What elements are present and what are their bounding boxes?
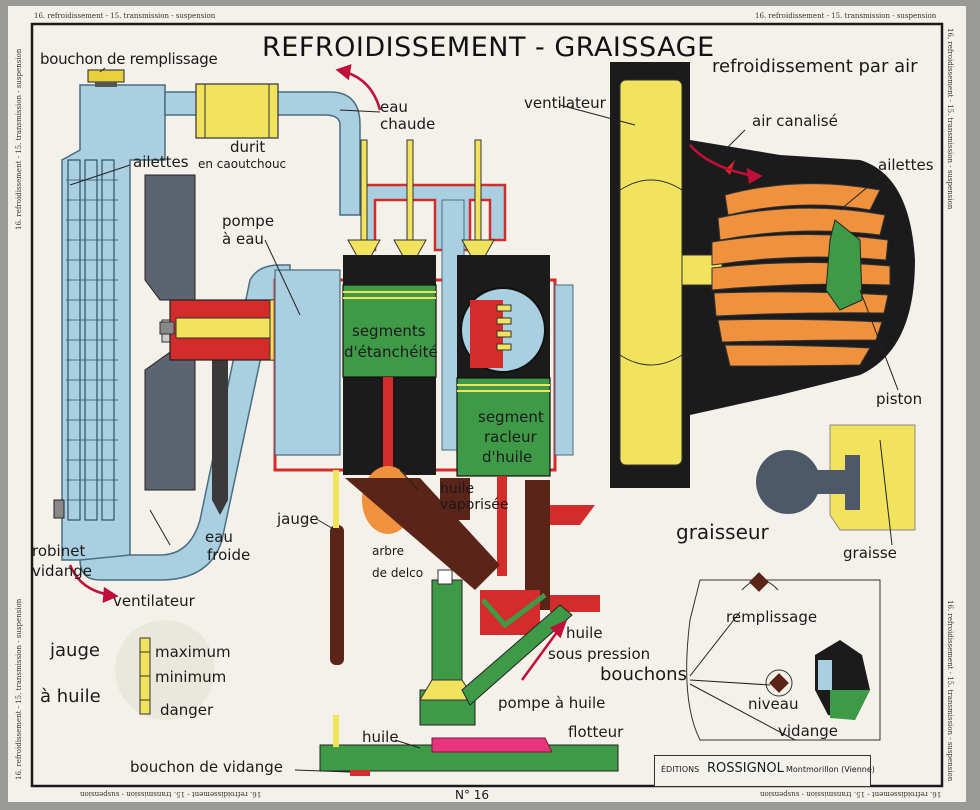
publisher-name: ROSSIGNOL (707, 761, 784, 776)
gearbox-plugs (686, 572, 881, 741)
leader-lines (69, 67, 899, 773)
label-ailettes-left: ailettes (133, 153, 189, 171)
label-huile-vaporisee-1: huile (440, 481, 475, 497)
piston-right (456, 377, 551, 477)
radiator-fan (144, 174, 228, 515)
margin-caption-bottom-right: 16. refroidissement - 15. transmission -… (760, 790, 942, 798)
float (431, 737, 553, 753)
label-huile-bottom: huile (362, 728, 399, 746)
label-en-caoutchouc: en caoutchouc (198, 157, 287, 171)
valves (347, 139, 495, 259)
label-eau-froide-1: eau (205, 528, 233, 546)
label-pompe-eau-2: à eau (222, 230, 264, 248)
label-bouchon-vidange: bouchon de vidange (130, 758, 283, 776)
poster-frame (30, 22, 944, 788)
label-eau-chaude-2: chaude (380, 115, 436, 133)
upper-hose (164, 91, 361, 216)
durit-rubber (195, 83, 279, 139)
label-robinet-1: robinet (32, 542, 86, 560)
publisher-box: ÉDITIONS ROSSIGNOL Montmorillon (Vienne) (654, 755, 875, 787)
piston-left (342, 284, 437, 378)
air-cooling (610, 62, 915, 488)
publisher-place: Montmorillon (Vienne) (786, 765, 875, 774)
oil-pump (419, 569, 573, 726)
label-huile-sous-pression-2: sous pression (548, 645, 651, 663)
label-bouchons: bouchons (600, 664, 687, 685)
label-danger: danger (160, 701, 214, 719)
label-arbre-1: arbre (372, 544, 404, 558)
label-graisse: graisse (843, 544, 897, 562)
label-jauge-huile-1: jauge (50, 640, 100, 661)
label-huile-vaporisee-2: vaporisée (440, 497, 509, 513)
label-pompe-huile: pompe à huile (498, 694, 606, 712)
label-maximum: maximum (155, 643, 231, 661)
label-ventilateur-right: ventilateur (524, 94, 606, 112)
label-segments-1: segments (352, 322, 426, 340)
label-segment-racleur-2: racleur (484, 428, 537, 446)
label-huile-sous-pression-1: huile (566, 624, 603, 642)
label-segments-2: d'étanchéité (344, 343, 438, 361)
label-eau-froide-2: froide (207, 546, 251, 564)
margin-caption-right-top: 16. refroidissement - 15. transmission -… (946, 28, 954, 210)
label-piston: piston (876, 390, 923, 408)
margin-caption-right-bottom: 16. refroidissement - 15. transmission -… (946, 600, 954, 782)
margin-caption-left-top: 16. refroidissement - 15. transmission -… (15, 48, 23, 230)
flow-arrows (68, 64, 763, 681)
label-jauge: jauge (277, 510, 319, 528)
label-durit: durit (230, 138, 266, 156)
label-air-canalise: air canalisé (752, 112, 838, 130)
label-bouchon-remplissage: bouchon de remplissage (40, 50, 218, 68)
dipstick (330, 525, 344, 665)
label-minimum: minimum (155, 668, 227, 686)
label-ailettes-right: ailettes (878, 156, 934, 174)
oil-circuit (345, 478, 550, 610)
margin-caption-top-left: 16. refroidissement - 15. transmission -… (34, 12, 216, 20)
margin-caption-left-bottom: 16. refroidissement - 15. transmission -… (15, 598, 23, 780)
margin-caption-top-right: 16. refroidissement - 15. transmission -… (755, 12, 937, 20)
label-arbre-2: de delco (372, 566, 424, 580)
label-pompe-eau-1: pompe (222, 212, 275, 230)
publisher-prefix: ÉDITIONS (661, 765, 700, 774)
oil-gauge-legend (115, 620, 215, 720)
grease-nipple (756, 424, 916, 531)
label-flotteur: flotteur (568, 723, 624, 741)
label-robinet-2: vidange (32, 562, 93, 580)
label-vidange: vidange (778, 722, 839, 740)
poster-number: N° 16 (455, 788, 490, 802)
label-niveau: niveau (748, 695, 799, 713)
margin-caption-bottom-left: 16. refroidissement - 15. transmission -… (80, 790, 262, 798)
label-jauge-huile-2: à huile (40, 686, 101, 707)
label-segment-racleur-1: segment (478, 408, 544, 426)
label-ventilateur-left: ventilateur (113, 592, 195, 610)
label-segment-racleur-3: d'huile (482, 448, 533, 466)
poster-title: REFROIDISSEMENT - GRAISSAGE (262, 32, 715, 63)
label-remplissage: remplissage (726, 608, 818, 626)
label-eau-chaude-1: eau (380, 98, 408, 116)
label-refroidissement-air: refroidissement par air (712, 56, 918, 77)
label-graisseur: graisseur (676, 520, 769, 544)
